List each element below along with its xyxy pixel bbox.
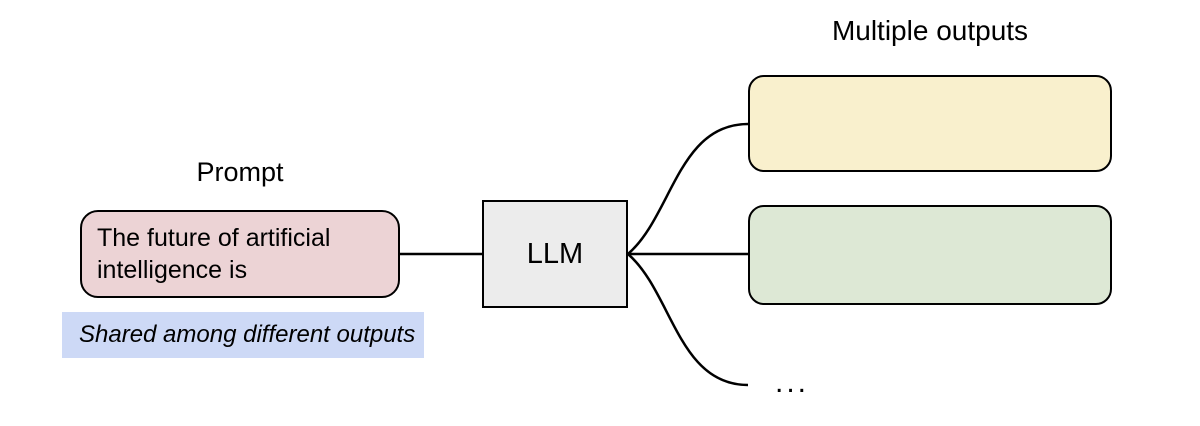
multiple-outputs-title-label: Multiple outputs [831,15,1029,46]
prompt-box-text-line2: intelligence is [97,256,248,284]
shared-prompt-note-text: Shared among different outputs [79,321,416,348]
prompt-box: The future of artificial intelligence is [80,210,400,298]
connector-llm-to-output-top [627,122,749,255]
more-outputs-ellipsis: ... [775,366,810,399]
llm-box-label: LLM [526,237,584,270]
output-box-top [748,75,1112,172]
llm-box: LLM [482,200,628,308]
prompt-title-label: Prompt [196,157,284,187]
prompt-box-text: The future of artificial intelligence is [97,222,330,287]
prompt-box-text-line1: The future of artificial [97,223,331,252]
connector-llm-to-ellipsis [627,253,749,387]
shared-prompt-note: Shared among different outputs [62,312,424,358]
output-box-middle [748,205,1112,305]
